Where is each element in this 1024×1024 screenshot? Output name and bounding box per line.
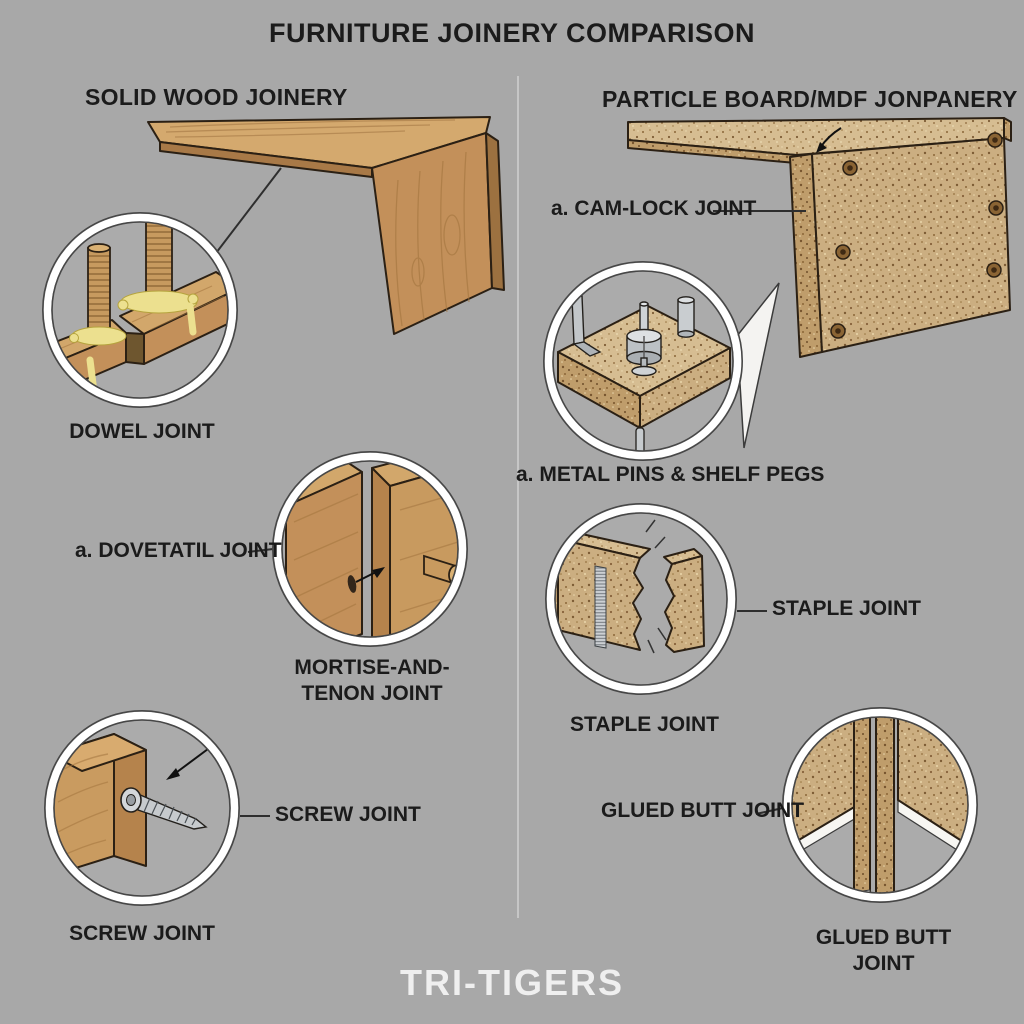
particle-board-corner-illustration bbox=[627, 117, 1012, 358]
glued-butt-label: GLUED BUTT JOINT bbox=[815, 926, 952, 976]
mortise-tenon-label: MORTISE-AND-TENON JOINT bbox=[294, 656, 450, 706]
cam-screw-heads bbox=[830, 132, 1004, 339]
screw-joint-label: SCREW JOINT bbox=[69, 922, 215, 945]
staple-joint-inset bbox=[544, 502, 737, 695]
leader-lines-right bbox=[713, 210, 806, 815]
dowel-joint-inset bbox=[42, 212, 238, 408]
dowel-joint-label: DOWEL JOINT bbox=[69, 420, 215, 443]
solid-wood-corner-illustration bbox=[147, 116, 505, 335]
magnifier-wedge bbox=[736, 282, 780, 449]
camlock-inset bbox=[542, 260, 743, 461]
screw-joint-callout: SCREW JOINT bbox=[275, 803, 421, 826]
glued-butt-inset bbox=[781, 706, 978, 903]
leader-lines-left bbox=[212, 167, 282, 817]
staple-joint-callout: STAPLE JOINT bbox=[772, 597, 921, 620]
camlock-joint-callout: a. CAM-LOCK JOINT bbox=[551, 197, 757, 220]
glued-butt-callout: GLUED BUTT JOINT bbox=[601, 799, 804, 822]
brand-wordmark: TRI-TIGERS bbox=[400, 962, 624, 1003]
right-column-header: PARTICLE BOARD/MDF JONPANERY bbox=[602, 86, 1018, 112]
left-column-header: SOLID WOOD JOINERY bbox=[85, 84, 348, 110]
staple-joint-label: STAPLE JOINT bbox=[570, 713, 719, 736]
mortise-tenon-inset bbox=[271, 450, 468, 647]
metal-pins-label: a. METAL PINS & SHELF PEGS bbox=[516, 463, 825, 486]
dovetail-joint-callout: a. DOVETATIL JOINT bbox=[75, 539, 282, 562]
screw-joint-inset bbox=[44, 709, 240, 906]
page-title: FURNITURE JOINERY COMPARISON bbox=[268, 18, 756, 48]
